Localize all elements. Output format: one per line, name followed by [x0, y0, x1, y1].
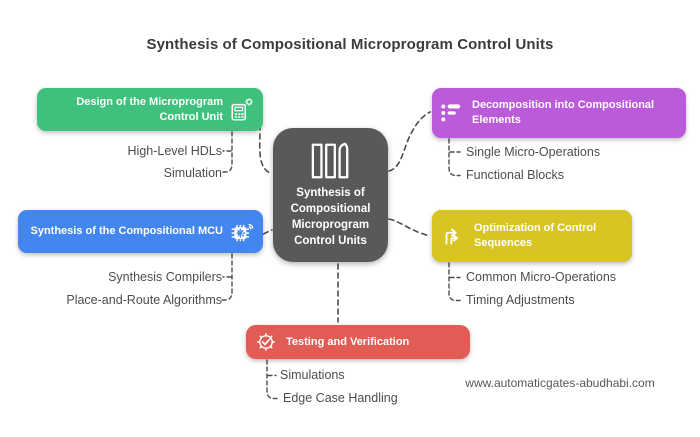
calculator-gear-icon [229, 97, 255, 123]
website-url: www.automaticgates-abudhabi.com [465, 376, 655, 390]
child-label-single-micro-operations: Single Micro-Operations [466, 145, 601, 159]
center-label-line: Microprogram [291, 218, 370, 231]
branch-node-label: Synthesis of the Compositional MCU [30, 225, 223, 238]
center-label-line: Control Units [294, 234, 367, 247]
connector-center-to-decomposition [388, 111, 431, 172]
branch-optimization-children [448, 262, 461, 302]
books-icon [310, 141, 352, 181]
branch-testing-children [266, 359, 278, 400]
flow-arrows-icon [440, 223, 466, 249]
child-label-edge-case-handling: Edge Case Handling [283, 391, 398, 405]
diagram-title: Synthesis of Compositional Microprogram … [146, 36, 554, 53]
center-node: Synthesis of Compositional Microprogram … [273, 128, 388, 262]
branch-node-optimization: Optimization of Control Sequences [432, 210, 632, 262]
child-label-timing-adjustments: Timing Adjustments [466, 293, 575, 307]
branch-node-decomposition: Decomposition into Compositional Element… [432, 88, 686, 138]
child-label-simulations: Simulations [280, 368, 345, 382]
child-label-synthesis-compilers: Synthesis Compilers [108, 270, 222, 284]
child-label-simulation: Simulation [163, 166, 222, 180]
child-label-high-level-hdls: High-Level HDLs [127, 144, 222, 158]
cpu-icon [229, 219, 255, 245]
connector-center-to-optimization [388, 218, 431, 237]
center-label-line: Compositional [290, 202, 371, 215]
branch-node-label: Decomposition into Compositional Element… [472, 99, 655, 126]
branch-node-testing: Testing and Verification [246, 325, 470, 359]
gear-check-icon [254, 330, 278, 354]
branch-node-label: Testing and Verification [286, 335, 410, 348]
branch-design-children [221, 131, 233, 173]
branch-node-label: Optimization of Control Sequences [474, 222, 597, 249]
child-label-common-micro-operations: Common Micro-Operations [466, 270, 617, 284]
branch-node-design: Design of the Microprogram Control Unit [37, 88, 263, 131]
center-label-line: Synthesis of [296, 187, 365, 199]
bullet-list-icon [440, 102, 464, 124]
child-label-functional-blocks: Functional Blocks [466, 168, 564, 182]
branch-node-synthesis-mcu: Synthesis of the Compositional MCU [18, 210, 263, 253]
branch-synthesis-children [221, 253, 233, 301]
branch-node-label: Design of the Microprogram Control Unit [76, 95, 223, 123]
child-label-place-and-route: Place-and-Route Algorithms [66, 293, 222, 307]
branch-decomposition-children [448, 138, 461, 177]
